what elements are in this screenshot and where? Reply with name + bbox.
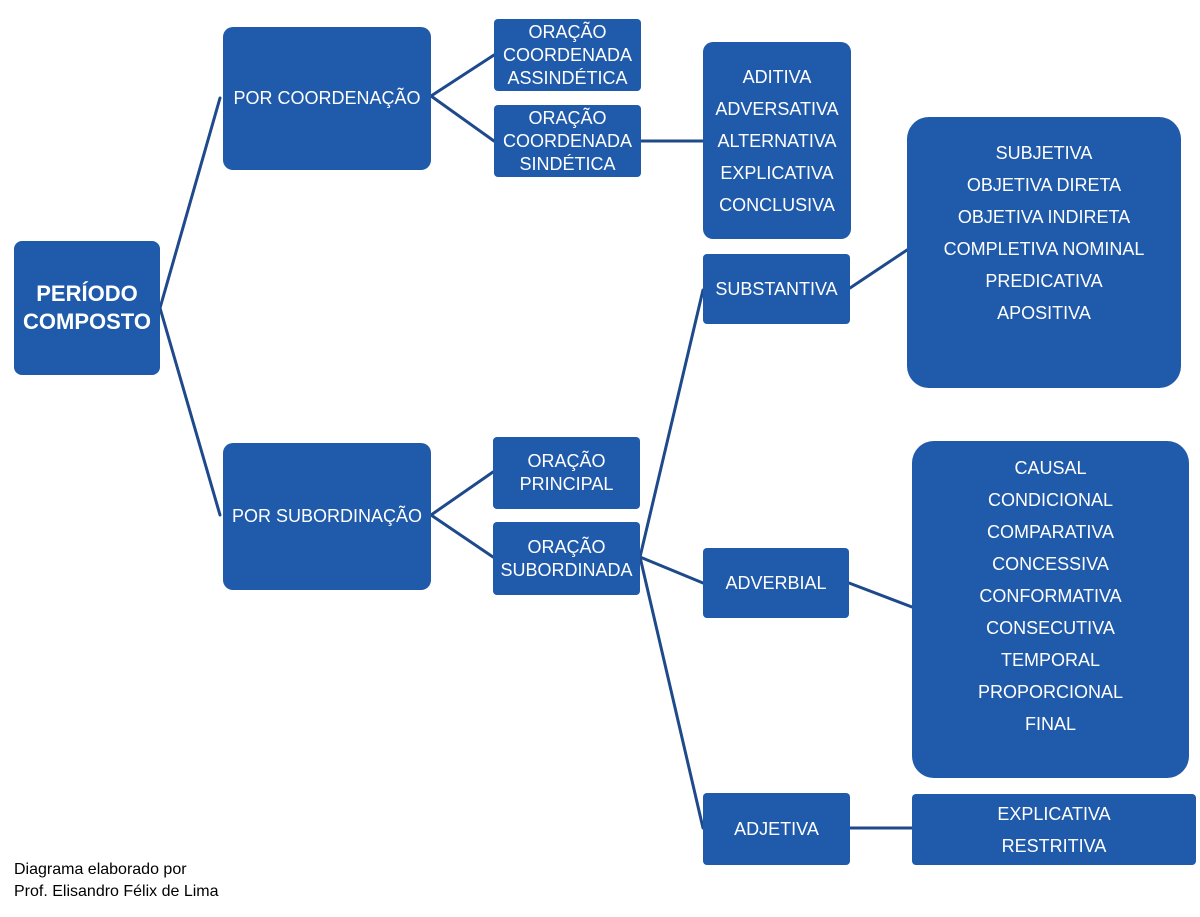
adjetiva-label: ADJETIVA (734, 818, 819, 839)
connector-subordinacao-subordinada (429, 513, 495, 559)
adverbial-type-conformativa: CONFORMATIVA (979, 586, 1122, 606)
node-por-subordinacao: POR SUBORDINAÇÃO (223, 443, 431, 590)
substantiva-type-completiva-nominal: COMPLETIVA NOMINAL (943, 238, 1145, 259)
credit-line-2: Prof. Elisandro Félix de Lima (14, 883, 219, 900)
node-substantiva-types: SUBJETIVA OBJETIVA DIRETA OBJETIVA INDIR… (907, 117, 1181, 388)
node-adjetiva-types: EXPLICATIVA RESTRITIVA (912, 794, 1196, 865)
node-oracao-coordenada-sindetica: ORAÇÃO COORDENADA SINDÉTICA (494, 105, 641, 177)
adverbial-type-concessiva: CONCESSIVA (992, 554, 1109, 574)
substantiva-type-predicativa: PREDICATIVA (985, 270, 1103, 291)
subordinada-line-2: SUBORDINADA (500, 559, 633, 580)
connector-root-subordinacao (158, 306, 222, 517)
connector-adverbial-types (847, 581, 914, 609)
principal-line-1: ORAÇÃO (527, 451, 606, 471)
adverbial-type-causal: CAUSAL (1014, 458, 1087, 478)
node-oracao-coordenada-assindetica: ORAÇÃO COORDENADA ASSINDÉTICA (494, 19, 641, 91)
adverbial-type-temporal: TEMPORAL (1000, 650, 1101, 670)
node-periodo-composto: PERÍODO COMPOSTO (14, 241, 160, 375)
subordinacao-label: POR SUBORDINAÇÃO (231, 506, 423, 526)
coordenacao-label: POR COORDENAÇÃO (233, 88, 421, 108)
adjetiva-type-explicativa: EXPLICATIVA (997, 803, 1111, 824)
connector-subordinacao-principal (429, 470, 495, 517)
principal-line-2: PRINCIPAL (519, 474, 614, 494)
sindetica-line-3: SINDÉTICA (519, 153, 616, 174)
substantiva-label: SUBSTANTIVA (715, 278, 838, 299)
node-sindetica-types: ADITIVA ADVERSATIVA ALTERNATIVA EXPLICAT… (703, 42, 851, 239)
root-line-2: COMPOSTO (23, 309, 151, 334)
connector-coordenacao-sindetica (429, 94, 496, 143)
node-adverbial-types: CAUSAL CONDICIONAL COMPARATIVA CONCESSIV… (912, 441, 1189, 778)
node-substantiva: SUBSTANTIVA (703, 254, 850, 324)
sindetica-line-2: COORDENADA (502, 130, 632, 151)
root-line-1: PERÍODO (36, 281, 138, 306)
sindetica-type-conclusiva: CONCLUSIVA (719, 194, 835, 215)
adjetiva-type-restritiva: RESTRITIVA (1001, 835, 1107, 856)
connector-substantiva-types (848, 248, 909, 290)
sindetica-type-adversativa: ADVERSATIVA (715, 98, 839, 119)
substantiva-type-objetiva-indireta: OBJETIVA INDIRETA (957, 206, 1131, 227)
substantiva-type-objetiva-direta: OBJETIVA DIRETA (966, 174, 1122, 195)
sindetica-type-alternativa: ALTERNATIVA (717, 130, 837, 151)
adverbial-type-consecutiva: CONSECUTIVA (986, 618, 1115, 638)
assindetica-line-1: ORAÇÃO (528, 21, 607, 42)
connector-root-coordenacao (158, 96, 222, 310)
node-oracao-principal: ORAÇÃO PRINCIPAL (493, 437, 640, 509)
adverbial-type-proporcional: PROPORCIONAL (977, 682, 1124, 702)
adverbial-type-final: FINAL (1024, 714, 1076, 734)
substantiva-type-apositiva: APOSITIVA (997, 302, 1091, 323)
credit-line-1: Diagrama elaborado por (14, 861, 187, 878)
connector-subordinada-adjetiva (638, 555, 705, 830)
subordinada-line-1: ORAÇÃO (527, 536, 606, 557)
node-adverbial: ADVERBIAL (703, 548, 849, 618)
node-oracao-subordinada: ORAÇÃO SUBORDINADA (493, 522, 640, 595)
sindetica-type-aditiva: ADITIVA (742, 66, 812, 87)
connector-coordenacao-assindetica (429, 53, 496, 98)
adverbial-type-comparativa: COMPARATIVA (986, 522, 1114, 542)
connector-subordinada-substantiva (638, 288, 705, 559)
sindetica-type-explicativa: EXPLICATIVA (720, 162, 834, 183)
sindetica-line-1: ORAÇÃO (528, 107, 607, 128)
node-por-coordenacao: POR COORDENAÇÃO (223, 27, 431, 170)
connector-subordinada-adverbial (638, 555, 705, 585)
node-adjetiva: ADJETIVA (703, 793, 850, 865)
assindetica-line-3: ASSINDÉTICA (507, 67, 628, 88)
author-credit: Diagrama elaborado por Prof. Elisandro F… (14, 859, 219, 903)
adverbial-label: ADVERBIAL (725, 572, 827, 593)
substantiva-type-subjetiva: SUBJETIVA (995, 142, 1093, 163)
assindetica-line-2: COORDENADA (502, 44, 632, 65)
adverbial-type-condicional: CONDICIONAL (987, 490, 1113, 510)
